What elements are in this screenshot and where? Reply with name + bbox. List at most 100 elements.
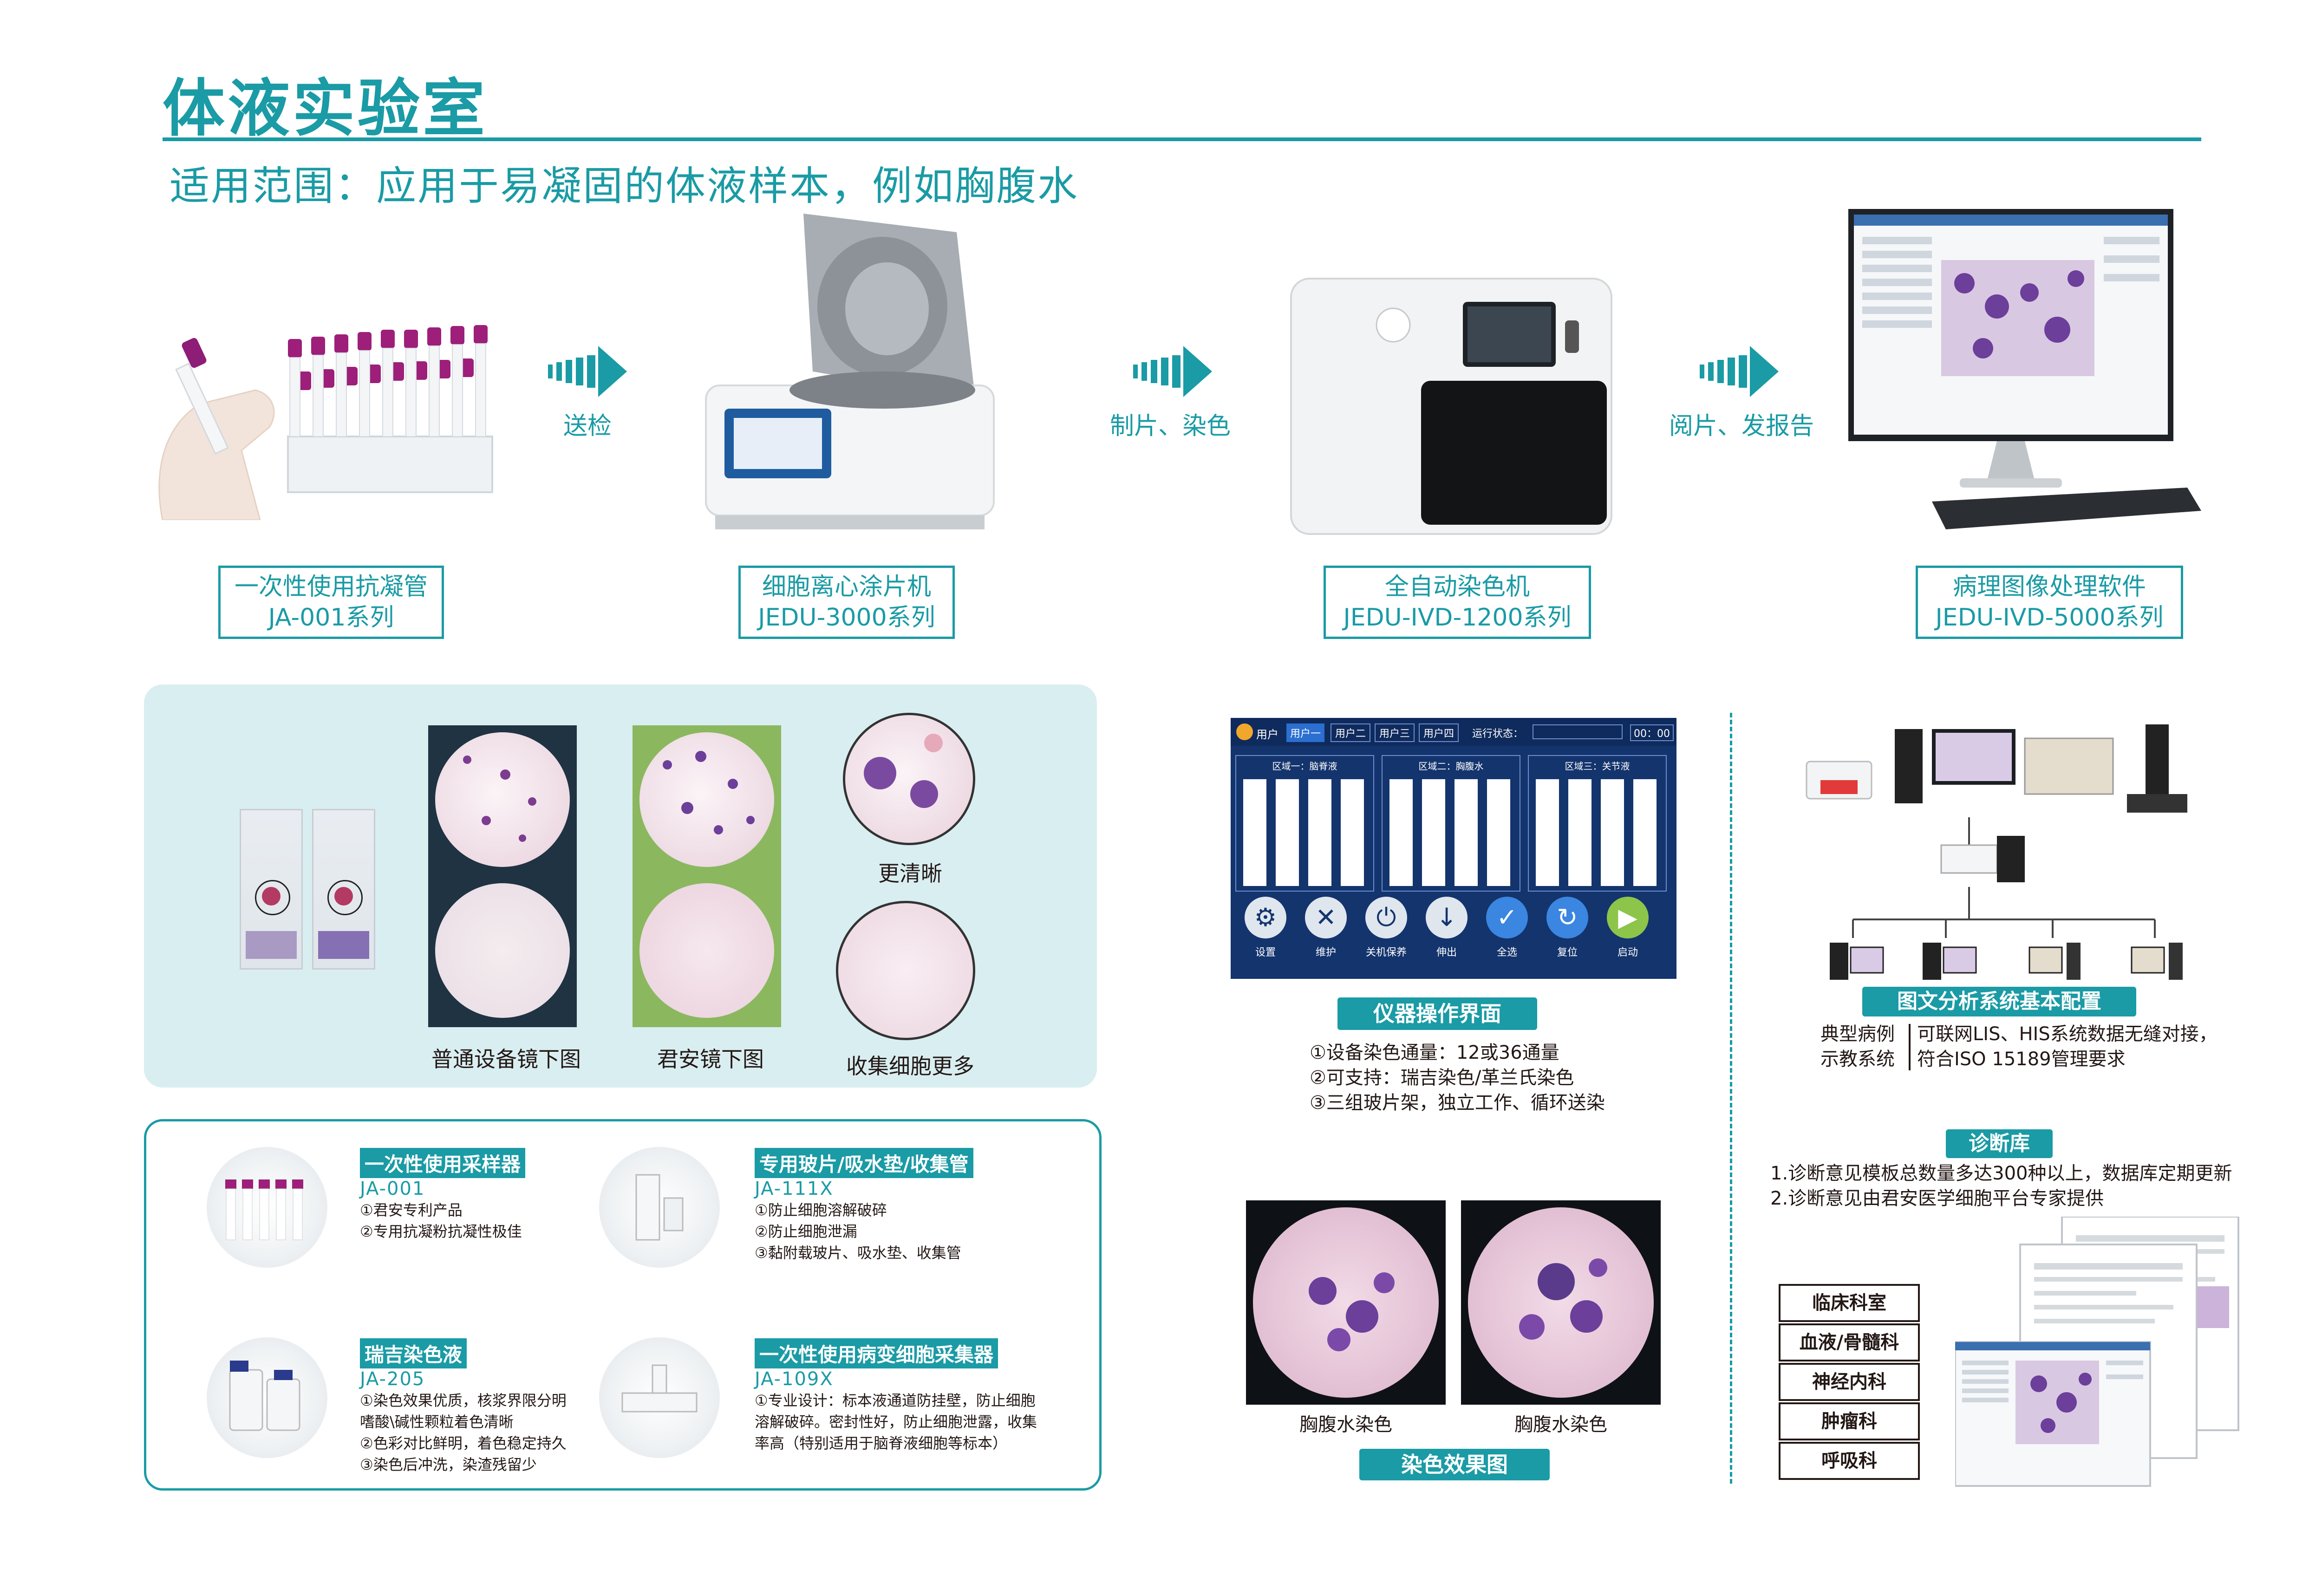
auto-stainer-image <box>1286 274 1621 539</box>
analysis-right-line: 符合ISO 15189管理要求 <box>1917 1049 2126 1070</box>
consumable-sampler: 一次性使用采样器 JA-001 ①君安专利产品 ②专用抗凝粉抗凝性极佳 <box>360 1148 601 1242</box>
refresh-icon: ↻ <box>1546 897 1588 938</box>
user-tab-2[interactable]: 用户二 <box>1331 723 1371 742</box>
button-label: 维护 <box>1315 947 1336 958</box>
user-tab-4[interactable]: 用户四 <box>1419 723 1459 742</box>
reset-button[interactable]: ↻ 复位 <box>1542 897 1593 959</box>
image-software-monitor <box>1844 209 2206 543</box>
analysis-right-line: 可联网LIS、HIS系统数据无缝对接， <box>1917 1023 2218 1045</box>
instrument-features: ①设备染色通量：12或36通量 ②可支持：瑞吉染色/革兰氏染色 ③三组玻片架，独… <box>1310 1040 1663 1115</box>
product-box-tube: 一次性使用抗凝管 JA-001系列 <box>218 566 444 639</box>
consumable-code: JA-205 <box>360 1368 425 1390</box>
consumable-line: 溶解破碎。密封性好，防止细胞泄露，收集 <box>755 1413 1037 1431</box>
status-label: 运行状态： <box>1472 728 1524 740</box>
department-hematology: 血液/骨髓科 <box>1779 1323 1920 1361</box>
user-tab-3[interactable]: 用户三 <box>1375 723 1415 742</box>
maintenance-button[interactable]: ✕ 维护 <box>1300 897 1351 959</box>
shutdown-care-button[interactable]: ⏻ 关机保养 <box>1361 897 1412 959</box>
department-oncology: 肿瘤科 <box>1779 1402 1920 1440</box>
consumable-line: ②色彩对比鲜明，着色稳定持久 <box>360 1434 567 1452</box>
page-title: 体液实验室 <box>163 72 488 145</box>
more-cells-caption: 收集细胞更多 <box>846 1054 974 1079</box>
junan-micrograph-bottom <box>639 883 774 1018</box>
zone-3: 区域三：关节液 <box>1528 755 1667 892</box>
clearer-caption: 更清晰 <box>878 861 942 886</box>
instrument-ui-screenshot: 用户 用户一 用户二 用户三 用户四 运行状态： 00：00 区域一：脑脊液 区… <box>1231 718 1676 979</box>
feature-line: ①设备染色通量：12或36通量 <box>1310 1042 1559 1063</box>
diagnosis-db-text: 1.诊断意见模板总数量多达300种以上，数据库定期更新 2.诊断意见由君安医学细… <box>1770 1161 2235 1211</box>
junan-caption: 君安镜下图 <box>657 1047 764 1072</box>
button-label: 设置 <box>1255 947 1276 958</box>
settings-button[interactable]: ⚙ 设置 <box>1240 897 1291 959</box>
step-label-read-report: 阅片、发报告 <box>1669 412 1814 440</box>
consumable-wright-stain: 瑞吉染色液 JA-205 ①染色效果优质，核浆界限分明 嗜酸\碱性颗粒着色清晰 … <box>360 1338 620 1475</box>
diagnosis-line: 2.诊断意见由君安医学细胞平台专家提供 <box>1770 1188 2104 1209</box>
consumable-line: ①专业设计：标本液通道防挂壁，防止细胞 <box>755 1392 1036 1409</box>
check-icon: ✓ <box>1486 897 1528 938</box>
select-all-button[interactable]: ✓ 全选 <box>1481 897 1533 959</box>
consumable-line: ②专用抗凝粉抗凝性极佳 <box>360 1223 522 1240</box>
product-model: JEDU-IVD-1200系列 <box>1343 604 1572 632</box>
start-button[interactable]: ▶ 启动 <box>1602 897 1653 959</box>
junan-micrograph-frame <box>633 725 781 1027</box>
instrument-ui-caption: 仪器操作界面 <box>1337 997 1537 1030</box>
consumable-line: ①防止细胞溶解破碎 <box>755 1201 887 1219</box>
consumables-panel <box>144 1119 1102 1491</box>
normal-caption: 普通设备镜下图 <box>431 1047 581 1072</box>
consumable-tag: 一次性使用病变细胞采集器 <box>755 1338 998 1368</box>
stain-caption-1: 胸腹水染色 <box>1299 1414 1392 1435</box>
arrow-icon <box>1133 346 1212 397</box>
user-label: 用户 <box>1256 728 1278 741</box>
user-tab-1[interactable]: 用户一 <box>1286 723 1325 742</box>
consumable-line: ③黏附载玻片、吸水垫、收集管 <box>755 1244 961 1262</box>
zone-label: 区域三：关节液 <box>1565 761 1630 772</box>
zone-label: 区域二：胸腹水 <box>1418 761 1484 772</box>
sampler-thumb <box>207 1147 327 1268</box>
timer: 00：00 <box>1630 724 1674 741</box>
analysis-left-line: 典型病例 <box>1820 1023 1895 1045</box>
analysis-system-title: 图文分析系统基本配置 <box>1862 987 2136 1016</box>
normal-micrograph-frame <box>428 725 577 1027</box>
play-icon: ▶ <box>1607 897 1649 938</box>
product-box-software: 病理图像处理软件 JEDU-IVD-5000系列 <box>1916 566 2183 639</box>
department-neurology: 神经内科 <box>1779 1363 1920 1401</box>
normal-micrograph-top <box>435 732 570 867</box>
consumable-code: JA-111X <box>755 1178 834 1199</box>
report-documents-image <box>1954 1216 2243 1491</box>
zoom-more-cells <box>836 901 975 1040</box>
arrow-down-icon: ↓ <box>1426 897 1468 938</box>
product-box-stainer: 全自动染色机 JEDU-IVD-1200系列 <box>1324 566 1591 639</box>
feature-line: ③三组玻片架，独立工作、循环送染 <box>1310 1092 1605 1114</box>
consumable-line: ②防止细胞泄漏 <box>755 1223 857 1240</box>
page-subtitle: 适用范围：应用于易凝固的体液样本，例如胸腹水 <box>170 163 1079 209</box>
user-bar: 用户 用户一 用户二 用户三 用户四 运行状态： 00：00 <box>1231 718 1676 746</box>
status-field <box>1533 724 1623 739</box>
logo-icon <box>1236 723 1253 740</box>
wrench-icon: ✕ <box>1305 897 1347 938</box>
consumable-slide-pad: 专用玻片/吸水垫/收集管 JA-111X ①防止细胞溶解破碎 ②防止细胞泄漏 ③… <box>755 1148 1043 1264</box>
analysis-left-text: 典型病例 示教系统 <box>1804 1022 1911 1072</box>
analysis-separator <box>1909 1024 1911 1070</box>
step-label-slide-stain: 制片、染色 <box>1109 412 1231 440</box>
consumable-code: JA-109X <box>755 1368 834 1390</box>
cell-collector-thumb <box>599 1337 720 1458</box>
step-label-submit: 送检 <box>563 412 612 440</box>
consumable-line: ①染色效果优质，核浆界限分明 <box>360 1392 567 1409</box>
button-label: 全选 <box>1496 947 1517 958</box>
arrow-icon <box>548 346 627 397</box>
stain-effect-title: 染色效果图 <box>1359 1449 1550 1480</box>
consumable-tag: 一次性使用采样器 <box>360 1148 526 1178</box>
zone-1: 区域一：脑脊液 <box>1235 755 1374 892</box>
diagnosis-db-title: 诊断库 <box>1946 1129 2053 1158</box>
button-label: 复位 <box>1557 947 1578 958</box>
wright-stain-thumb <box>207 1337 327 1458</box>
stain-effect-image-1 <box>1246 1200 1446 1405</box>
gear-icon: ⚙ <box>1245 897 1286 938</box>
zone-2: 区域二：胸腹水 <box>1382 755 1520 892</box>
arrow-icon <box>1700 346 1779 397</box>
consumable-line: 率高（特别适用于脑脊液细胞等标本） <box>755 1434 1008 1452</box>
junan-micrograph-top <box>639 732 774 867</box>
product-name: 病理图像处理软件 <box>1952 573 2146 601</box>
extend-button[interactable]: ↓ 伸出 <box>1421 897 1472 959</box>
control-buttons: ⚙ 设置 ✕ 维护 ⏻ 关机保养 ↓ 伸出 ✓ 全选 ↻ 复位 ▶ 启动 <box>1231 897 1676 976</box>
